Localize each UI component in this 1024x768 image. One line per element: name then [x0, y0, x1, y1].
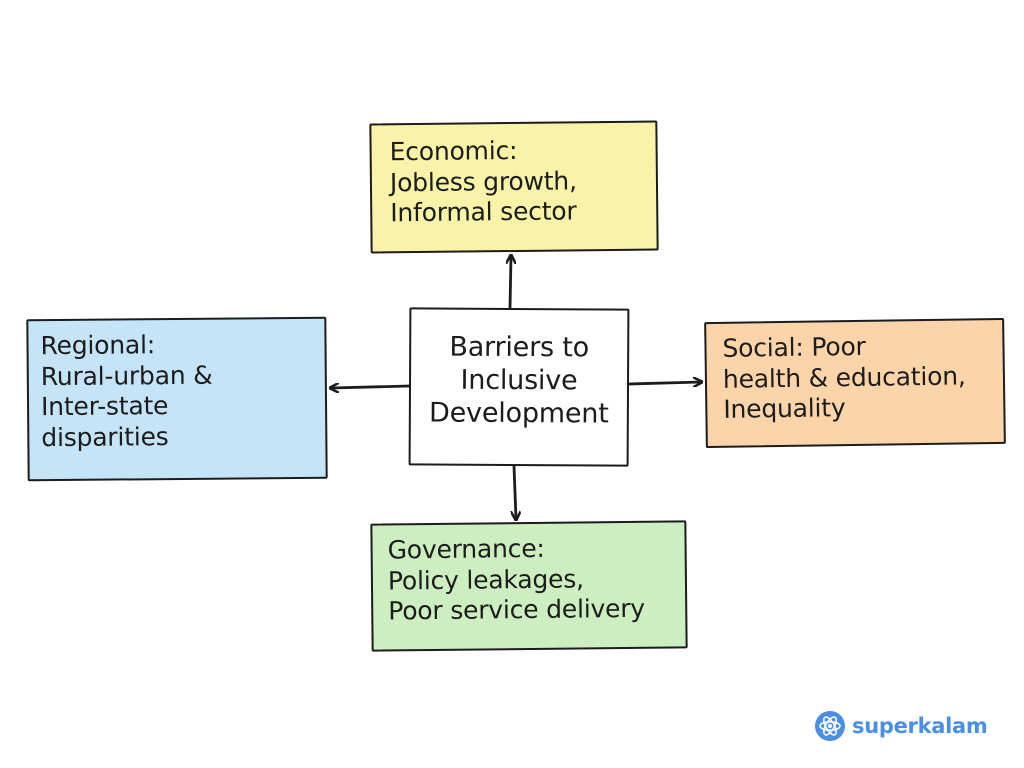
economic-text-line: Jobless growth,: [389, 165, 577, 197]
social-barrier-box: Social: Poor health & education, Inequal…: [704, 317, 1006, 449]
central-topic-line: Barriers to: [449, 331, 590, 364]
atom-icon: [815, 711, 845, 741]
regional-barrier-box: Regional: Rural-urban & Inter-state disp…: [26, 316, 328, 482]
governance-text-line: Policy leakages,: [387, 563, 584, 595]
arrow-to-economic: [510, 256, 511, 310]
central-topic-line: Development: [429, 397, 609, 430]
economic-text-line: Informal sector: [390, 196, 577, 228]
social-text-line: health & education,: [722, 360, 966, 394]
governance-title: Governance:: [387, 533, 545, 565]
regional-title: Regional:: [40, 330, 156, 361]
governance-barrier-box: Governance: Policy leakages, Poor servic…: [370, 520, 688, 652]
arrow-to-regional: [331, 386, 411, 388]
brand-logo: superkalam: [814, 710, 988, 742]
arrow-to-social: [627, 382, 701, 384]
governance-text-line: Poor service delivery: [388, 593, 646, 626]
economic-barrier-box: Economic: Jobless growth, Informal secto…: [369, 120, 659, 254]
social-text-line: Inequality: [723, 393, 846, 424]
brand-name: superkalam: [852, 714, 988, 738]
central-topic-line: Inclusive: [460, 364, 578, 397]
arrow-to-governance: [514, 464, 516, 519]
economic-title: Economic:: [389, 135, 518, 167]
central-topic-box: Barriers to Inclusive Development: [408, 307, 630, 467]
regional-text-line: disparities: [41, 421, 169, 452]
regional-text-line: Rural-urban &: [40, 360, 213, 391]
regional-text-line: Inter-state: [40, 391, 169, 422]
social-title: Social: Poor: [722, 331, 866, 363]
